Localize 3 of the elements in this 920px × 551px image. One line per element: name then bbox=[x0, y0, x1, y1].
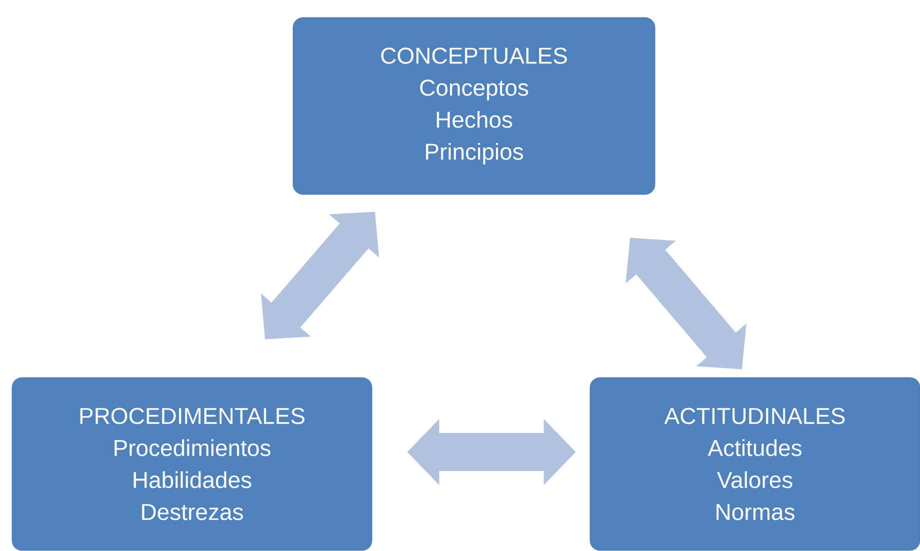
category-box: ACTITUDINALES Actitudes Valores Normas bbox=[590, 377, 920, 551]
category-box: PROCEDIMENTALES Procedimientos Habilidades Destrezas bbox=[12, 377, 372, 551]
category-box: CONCEPTUALES Conceptos Hechos Principios bbox=[292, 17, 656, 195]
